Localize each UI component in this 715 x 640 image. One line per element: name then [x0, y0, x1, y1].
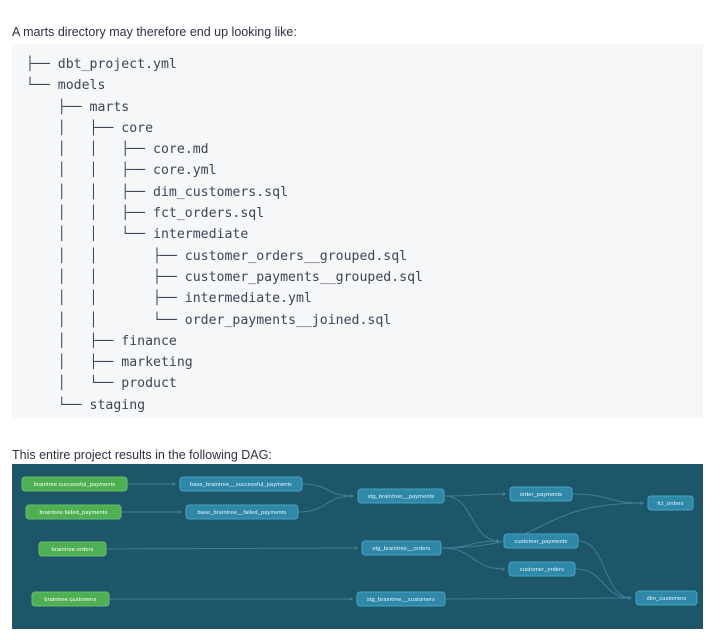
dag-node-box[interactable]: [38, 541, 107, 557]
dag-node-braintree_successful_payments[interactable]: braintree.successful_payments: [21, 476, 128, 492]
dag-edge-arrowhead: [628, 595, 632, 601]
dag-node-dim_customers[interactable]: dim_customers: [635, 590, 698, 606]
dag-node-box[interactable]: [361, 540, 442, 556]
dag-node-box[interactable]: [185, 504, 299, 520]
dag-node-label: customer_payments: [515, 539, 568, 545]
dag-node-box[interactable]: [508, 561, 576, 577]
dag-edge-stg_braintree__customers-to-dim_customers: [444, 597, 633, 600]
dag-node-customer_orders[interactable]: customer_orders: [508, 561, 576, 577]
dag-node-box[interactable]: [25, 504, 122, 520]
dag-node-box[interactable]: [503, 533, 579, 549]
dag-node-box[interactable]: [21, 476, 128, 492]
dag-node-label: braintree.customers: [44, 597, 96, 603]
dag-node-label: stg_braintree__orders: [373, 546, 431, 552]
dag-edge-arrowhead: [350, 493, 354, 499]
dag-edge-arrowhead: [349, 596, 353, 602]
intro-paragraph: A marts directory may therefore end up l…: [12, 24, 297, 39]
dag-edge-stg_braintree__orders-to-customer_orders: [440, 547, 506, 570]
dag-node-fct_orders[interactable]: fct_orders: [647, 495, 694, 511]
dag-node-base_braintree__successful_payments[interactable]: base_braintree__successful_payments: [179, 476, 303, 492]
dag-edge-customer_payments-to-dim_customers: [577, 540, 633, 599]
directory-tree-text: ├── dbt_project.yml └── models ├── marts…: [26, 57, 423, 413]
dag-canvas[interactable]: braintree.successful_payments braintree.f…: [12, 464, 703, 629]
directory-tree-code-block: ├── dbt_project.yml └── models ├── marts…: [12, 44, 703, 418]
dag-edge-customer_orders-to-dim_customers: [574, 568, 633, 599]
dag-node-label: customer_orders: [520, 567, 564, 573]
dag-node-box[interactable]: [647, 495, 694, 511]
dag-node-stg_braintree__customers[interactable]: stg_braintree__customers: [356, 591, 446, 607]
dag-edge-base_braintree__successful_payments-to-stg_braintree__payments: [301, 483, 355, 497]
dag-node-stg_braintree__orders[interactable]: stg_braintree__orders: [361, 540, 442, 556]
dag-edge-stg_braintree__payments-to-order_payments: [443, 493, 507, 497]
dag-edge-arrowhead: [178, 509, 182, 515]
dag-node-label: base_braintree__successful_payments: [190, 482, 292, 488]
dag-node-label: stg_braintree__payments: [368, 494, 435, 500]
dag-node-base_braintree__failed_payments[interactable]: base_braintree__failed_payments: [185, 504, 299, 520]
dag-node-label: braintree.successful_payments: [34, 482, 116, 488]
dag-node-box[interactable]: [509, 486, 573, 502]
dag-node-stg_braintree__payments[interactable]: stg_braintree__payments: [357, 488, 445, 504]
dag-edge-stg_braintree__orders-to-fct_orders: [440, 502, 645, 549]
dag-node-box[interactable]: [356, 591, 446, 607]
dag-node-label: order_payments: [520, 492, 563, 498]
dag-edge-arrowhead: [501, 566, 505, 572]
dag-node-box[interactable]: [357, 488, 445, 504]
dag-diagram[interactable]: braintree.successful_payments braintree.f…: [12, 464, 703, 629]
dag-edge-braintree_orders-to-stg_braintree__orders: [105, 547, 359, 550]
dag-node-label: fct_orders: [657, 501, 683, 507]
dag-edge-arrowhead: [502, 491, 506, 497]
dag-node-braintree_customers[interactable]: braintree.customers: [31, 591, 110, 607]
dag-node-box[interactable]: [31, 591, 110, 607]
dag-edge-stg_braintree__payments-to-customer_payments: [443, 495, 501, 542]
dag-paragraph: This entire project results in the follo…: [12, 447, 272, 462]
dag-node-braintree_failed_payments[interactable]: braintree.failed_payments: [25, 504, 122, 520]
dag-edge-layer: [105, 481, 645, 602]
dag-edge-arrowhead: [496, 538, 500, 544]
dag-node-label: stg_braintree__customers: [367, 597, 435, 603]
dag-node-label: dim_customers: [647, 596, 687, 602]
dag-node-label: braintree.failed_payments: [39, 510, 107, 516]
dag-edge-arrowhead: [354, 545, 358, 551]
dag-node-box[interactable]: [635, 590, 698, 606]
dag-edge-arrowhead: [640, 500, 644, 506]
dag-node-box[interactable]: [179, 476, 303, 492]
dag-edge-order_payments-to-fct_orders: [571, 493, 645, 504]
dag-node-braintree_orders[interactable]: braintree.orders: [38, 541, 107, 557]
dag-node-layer: braintree.successful_payments braintree.f…: [21, 476, 698, 607]
dag-edge-arrowhead: [172, 481, 176, 487]
dag-edge-base_braintree__failed_payments-to-stg_braintree__payments: [297, 495, 355, 513]
dag-node-order_payments[interactable]: order_payments: [509, 486, 573, 502]
dag-node-customer_payments[interactable]: customer_payments: [503, 533, 579, 549]
dag-node-label: base_braintree__failed_payments: [198, 510, 287, 516]
dag-node-label: braintree.orders: [52, 547, 94, 553]
